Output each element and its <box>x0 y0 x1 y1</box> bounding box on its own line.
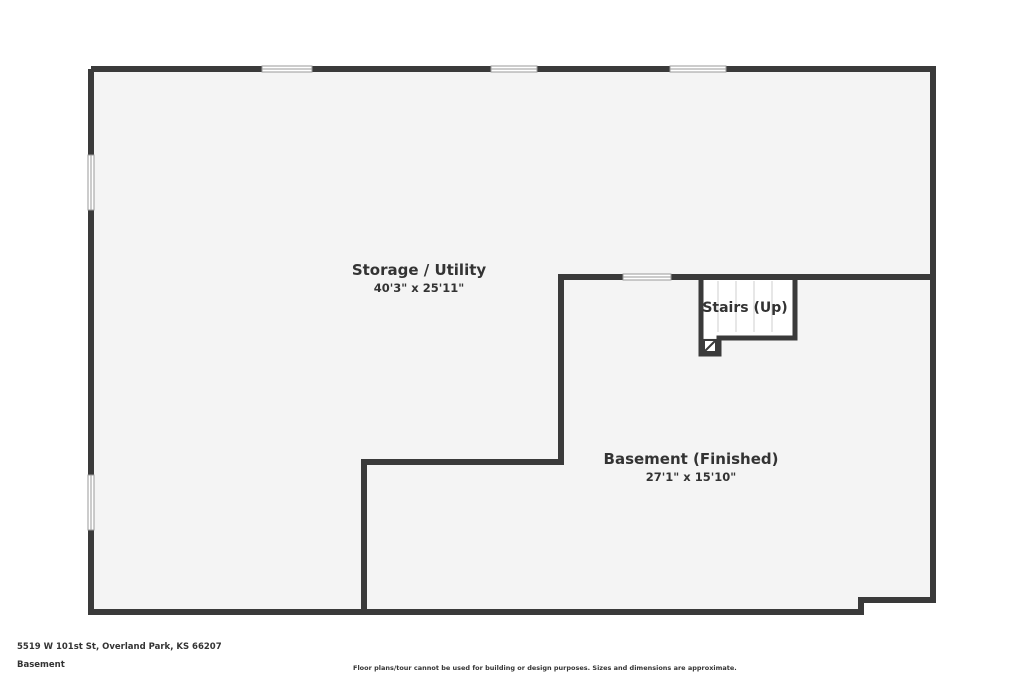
interior-wall <box>361 274 933 612</box>
stairs-label: Stairs (Up) <box>702 300 787 316</box>
stairs <box>698 280 798 357</box>
property-address: 5519 W 101st St, Overland Park, KS 66207 <box>17 642 222 652</box>
floor-level-label: Basement <box>17 660 65 670</box>
floor-plan: Storage / Utility 40'3" x 25'11" Basemen… <box>87 65 936 615</box>
storage-room-dimensions: 40'3" x 25'11" <box>374 281 464 295</box>
window <box>669 65 727 73</box>
basement-room-dimensions: 27'1" x 15'10" <box>646 470 736 484</box>
window <box>87 474 95 531</box>
basement-room-name: Basement (Finished) <box>604 450 779 468</box>
disclaimer-text: Floor plans/tour cannot be used for buil… <box>353 664 737 672</box>
window <box>490 65 538 73</box>
floor-area <box>91 69 933 612</box>
storage-room-name: Storage / Utility <box>352 261 487 279</box>
exterior-wall <box>88 66 936 615</box>
window <box>261 65 313 73</box>
window <box>87 154 95 211</box>
doorway <box>622 273 672 281</box>
